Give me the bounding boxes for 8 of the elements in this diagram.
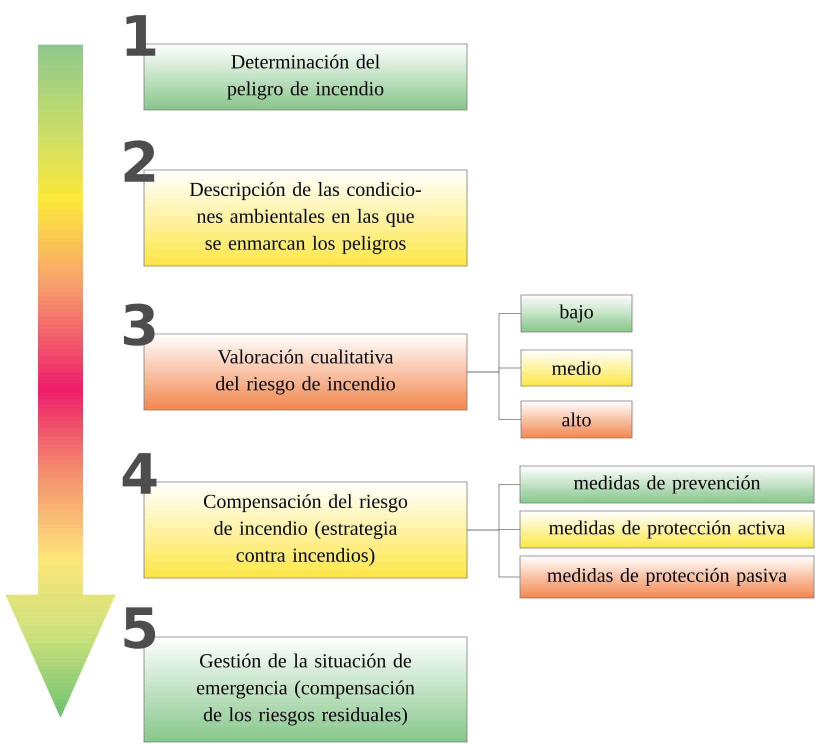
- option-box: medidas de prevención: [520, 466, 814, 504]
- option-box: medidas de protección activa: [520, 510, 814, 548]
- option-box: alto: [520, 400, 632, 438]
- option-box: medidas de protección pasiva: [520, 556, 814, 598]
- connector-line: [467, 530, 520, 578]
- option-box: bajo: [520, 294, 632, 332]
- option-box: medio: [520, 350, 632, 386]
- connector-line: [467, 372, 521, 420]
